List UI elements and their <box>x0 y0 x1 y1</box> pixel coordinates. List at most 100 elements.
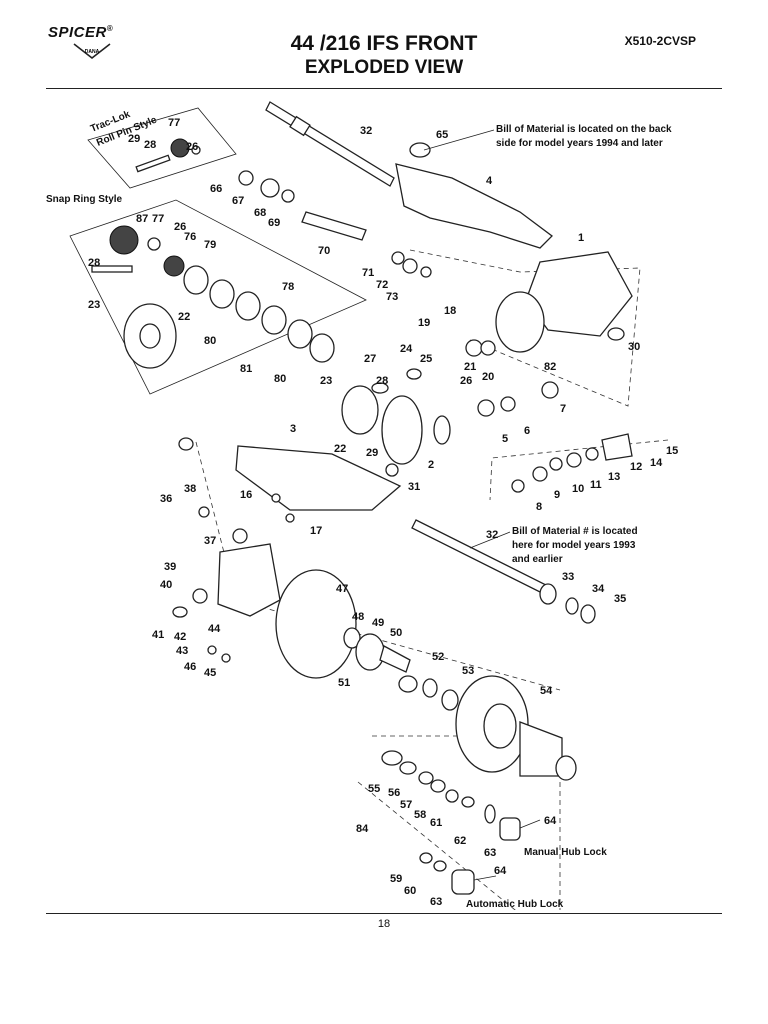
page-title: 44 /216 IFS FRONT <box>290 32 478 55</box>
callout: 28 <box>144 139 156 151</box>
callout: 49 <box>372 617 384 629</box>
footer-rule <box>46 913 722 914</box>
automatic-hub-lock <box>419 852 497 895</box>
callout: 73 <box>386 291 398 303</box>
bom-here-note-line2: here for model years 1993 <box>512 540 636 551</box>
callout: 47 <box>336 583 348 595</box>
callout: 39 <box>164 561 176 573</box>
callout: 80 <box>204 335 216 347</box>
callout: 42 <box>174 631 186 643</box>
carrier-guide-line <box>409 249 641 407</box>
callout: 9 <box>554 489 560 501</box>
steering-knuckle <box>172 493 295 663</box>
callout: 34 <box>592 583 605 595</box>
snap-ring-box: Snap Ring Style <box>46 194 367 395</box>
callout: 59 <box>390 873 402 885</box>
callout: 54 <box>540 685 553 697</box>
callout: 14 <box>650 457 663 469</box>
callout: 16 <box>240 489 252 501</box>
callout: 62 <box>454 835 466 847</box>
dust-shield <box>275 569 357 679</box>
callout: 50 <box>390 627 402 639</box>
callout: 80 <box>274 373 286 385</box>
callout: 66 <box>210 183 222 195</box>
callout: 32 <box>360 125 372 137</box>
callout: 48 <box>352 611 364 623</box>
callout-numbers: 1 2 3 4 5 6 7 8 9 10 11 12 13 14 15 16 1… <box>88 117 678 908</box>
callout: 41 <box>152 629 164 641</box>
snap-ring-parts <box>91 225 335 369</box>
callout: 3 <box>290 423 296 435</box>
callout: 63 <box>484 847 496 859</box>
callout: 18 <box>444 305 456 317</box>
header-rule <box>46 88 722 89</box>
callout: 13 <box>608 471 620 483</box>
callout: 82 <box>544 361 556 373</box>
hub-kit-parts <box>381 750 496 824</box>
snap-ring-label: Snap Ring Style <box>46 194 123 205</box>
callout: 46 <box>184 661 196 673</box>
callout: 67 <box>232 195 244 207</box>
callout: 25 <box>420 353 432 365</box>
callout: 64 <box>544 815 557 827</box>
brand-name: SPICER <box>48 24 107 41</box>
callout: 57 <box>400 799 412 811</box>
callout: 79 <box>204 239 216 251</box>
callout: 19 <box>418 317 430 329</box>
callout: 21 <box>464 361 476 373</box>
trac-lok-box: Trac-Lok Roll Pin Style <box>87 107 237 189</box>
callout: 26 <box>460 375 472 387</box>
callout: 77 <box>152 213 164 225</box>
callout: 5 <box>502 433 508 445</box>
differential-carrier <box>495 251 633 353</box>
callout: 2 <box>428 459 434 471</box>
bom-back-note-line2: side for model years 1994 and later <box>496 138 663 149</box>
exploded-view-diagram: Trac-Lok Roll Pin Style Snap Ring Style <box>46 101 678 910</box>
callout: 37 <box>204 535 216 547</box>
document-number: X510-2CVSP <box>624 34 696 48</box>
callout: 6 <box>524 425 530 437</box>
spindle <box>343 627 459 711</box>
ring-gear-assembly <box>341 368 451 465</box>
callout: 7 <box>560 403 566 415</box>
callout: 40 <box>160 579 172 591</box>
callout: 71 <box>362 267 374 279</box>
callout: 30 <box>628 341 640 353</box>
axle-shaft-lower <box>411 519 596 624</box>
callout: 61 <box>430 817 442 829</box>
spicer-logo: SPICER® DANA <box>48 24 132 60</box>
callout: 22 <box>178 311 190 323</box>
callout: 81 <box>240 363 252 375</box>
bom-back-note-line1: Bill of Material is located on the back <box>496 124 672 135</box>
automatic-hub-lock-label: Automatic Hub Lock <box>466 899 564 910</box>
callout: 29 <box>366 447 378 459</box>
callout: 26 <box>186 141 198 153</box>
callout: 26 <box>174 221 186 233</box>
callout: 78 <box>282 281 294 293</box>
callout: 22 <box>334 443 346 455</box>
pinion-parts <box>465 339 633 493</box>
dana-logo-icon: DANA <box>73 43 111 60</box>
callout: 4 <box>486 175 493 187</box>
callout: 52 <box>432 651 444 663</box>
callout: 72 <box>376 279 388 291</box>
manual-hub-lock <box>499 817 541 841</box>
callout: 28 <box>88 257 100 269</box>
callout: 56 <box>388 787 400 799</box>
callout: 35 <box>614 593 626 605</box>
callout: 43 <box>176 645 188 657</box>
callout: 11 <box>590 479 602 491</box>
callout: 70 <box>318 245 330 257</box>
callout: 68 <box>254 207 266 219</box>
callout: 65 <box>436 129 448 141</box>
callout: 63 <box>430 896 442 908</box>
callout: 36 <box>160 493 172 505</box>
callout: 28 <box>376 375 388 387</box>
callout: 23 <box>88 299 100 311</box>
callout: 44 <box>208 623 221 635</box>
callout: 69 <box>268 217 280 229</box>
callout: 84 <box>356 823 369 835</box>
hub-lock-guide-line <box>357 781 516 910</box>
callout: 51 <box>338 677 350 689</box>
callout: 38 <box>184 483 196 495</box>
